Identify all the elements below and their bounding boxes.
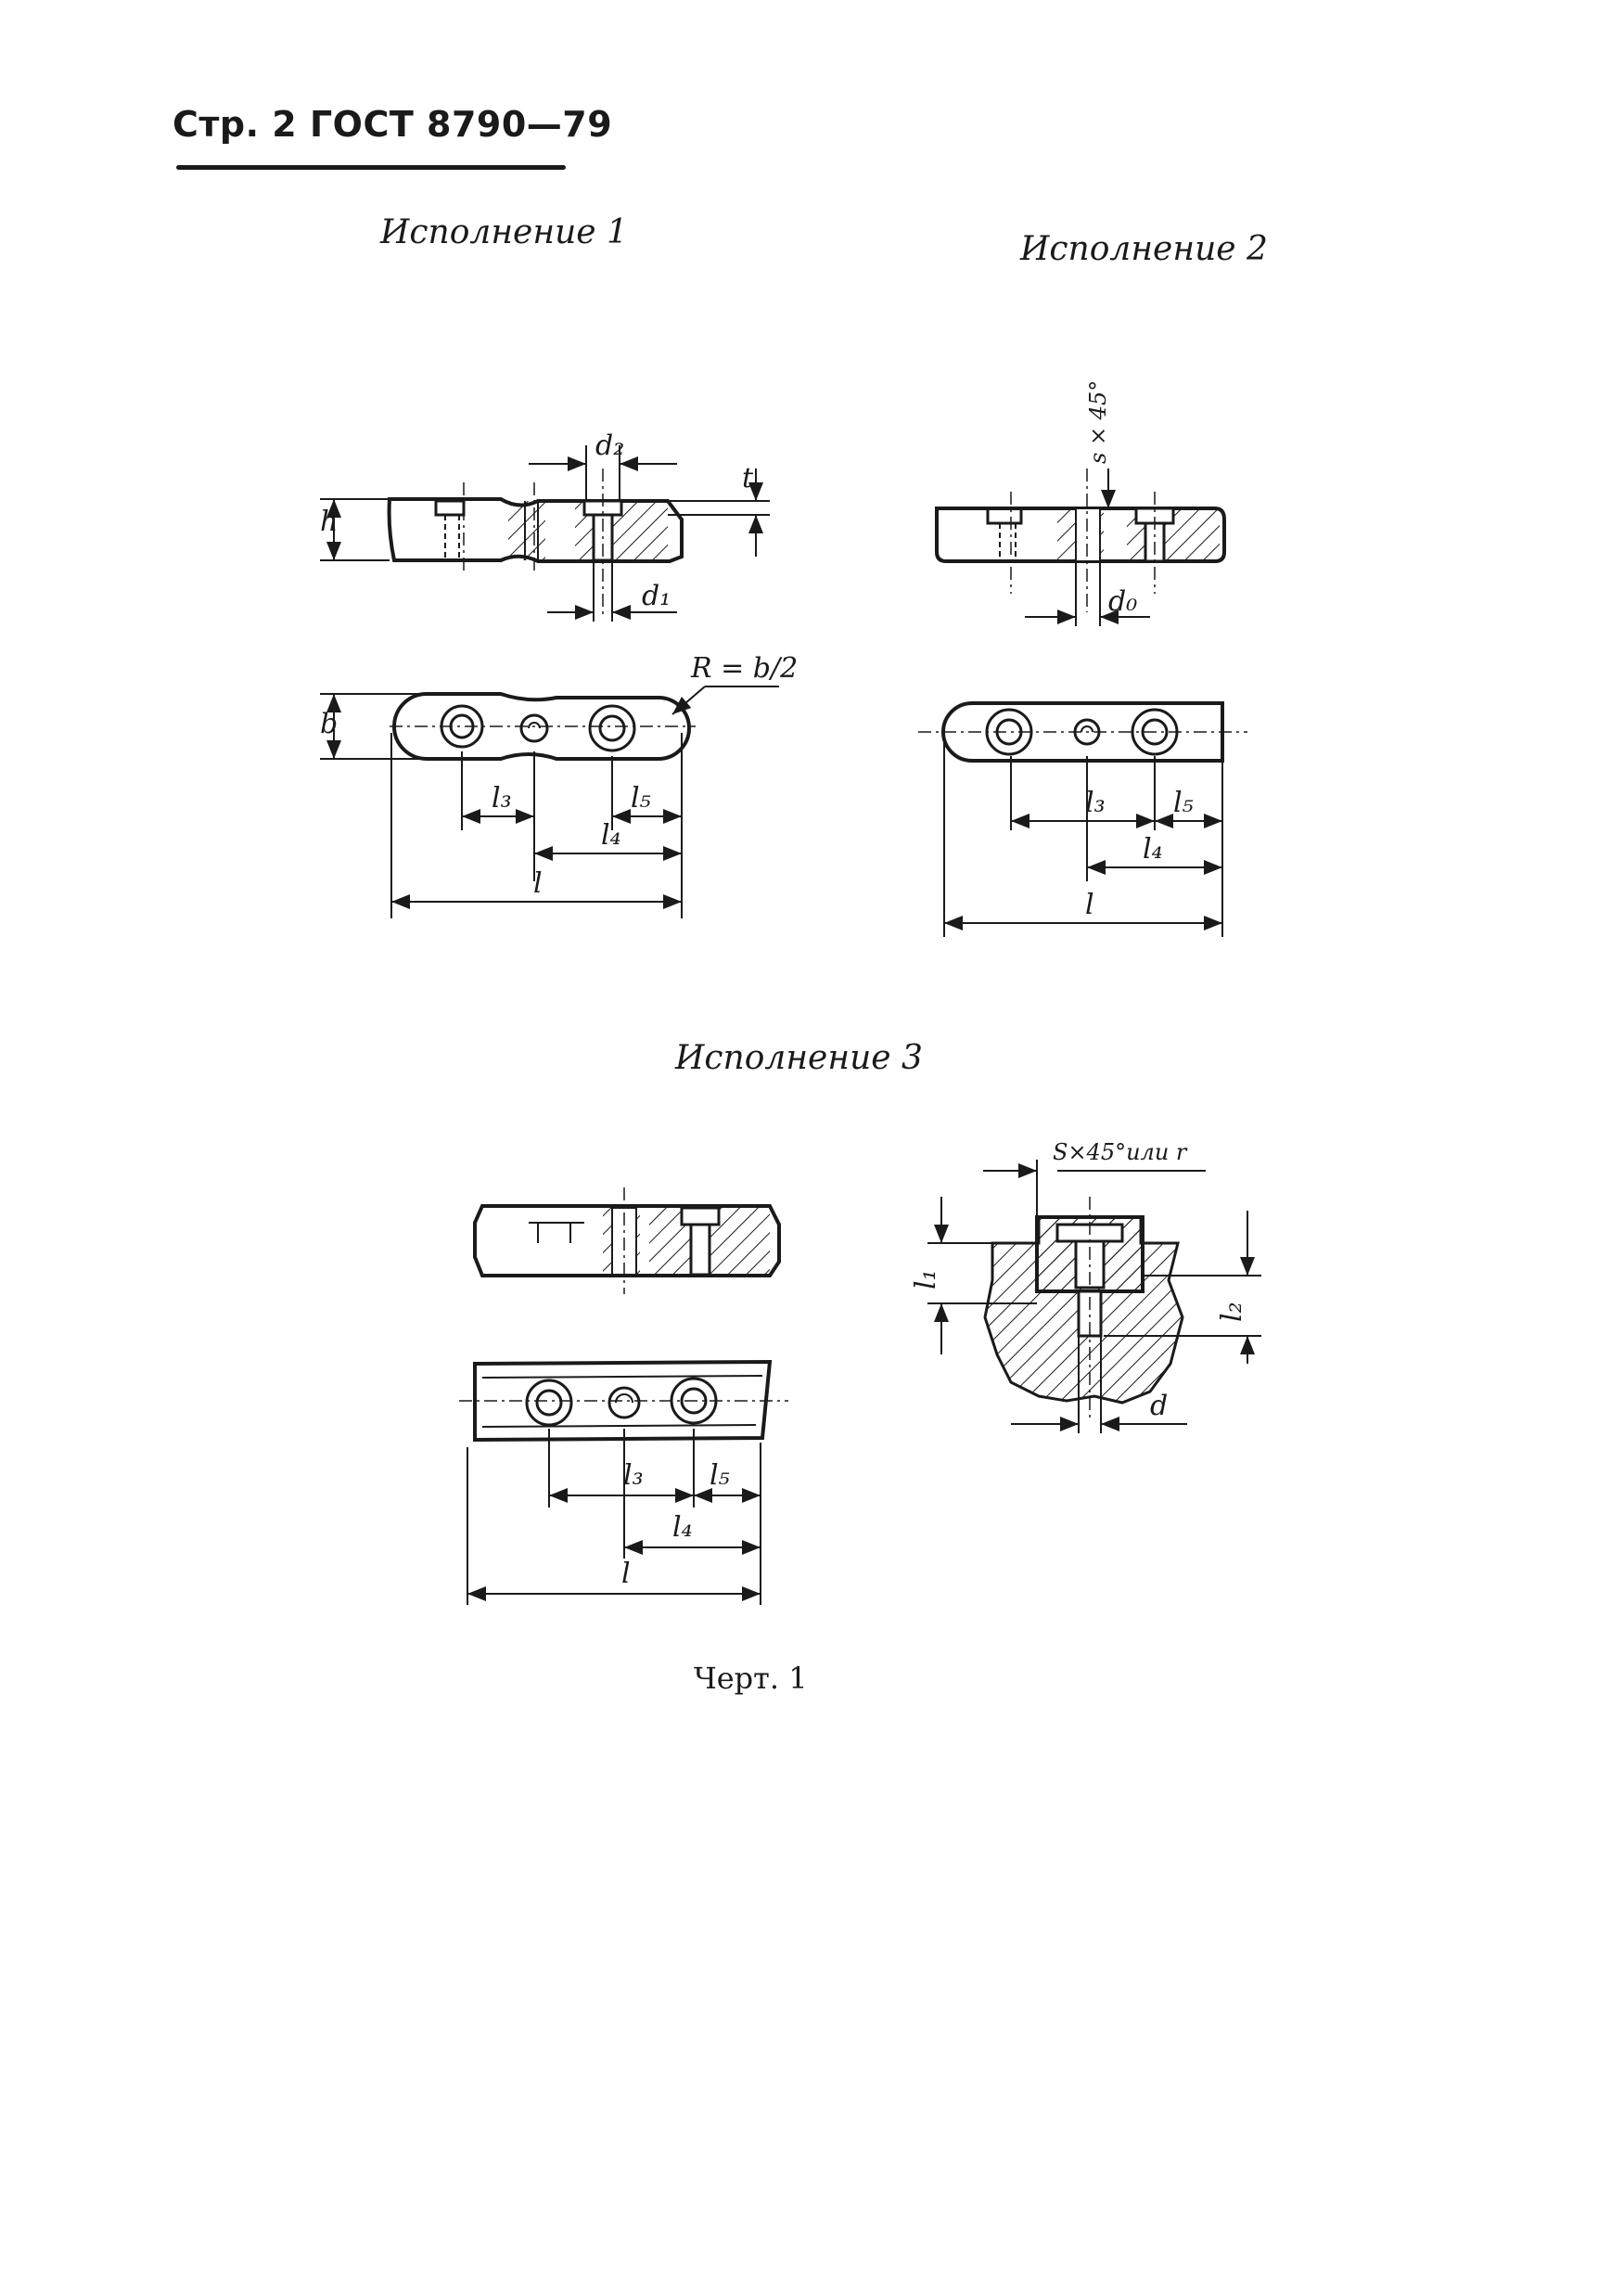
v1-label-d2: d₂ bbox=[595, 430, 624, 462]
v1-label-l3: l₃ bbox=[492, 782, 512, 815]
v2-label-s45: s × 45° bbox=[1085, 380, 1111, 464]
v1-label-l4: l₄ bbox=[601, 819, 621, 852]
v3-label-l2: l₂ bbox=[1216, 1302, 1248, 1322]
v1-dim-d1 bbox=[547, 560, 677, 622]
v2-section-view bbox=[935, 468, 1226, 612]
v1-label-l5: l₅ bbox=[631, 782, 651, 815]
v3-dim-d bbox=[1011, 1336, 1187, 1433]
caption-variant-3: Исполнение 3 bbox=[675, 1039, 923, 1077]
page-header: Стр. 2 ГОСТ 8790—79 bbox=[173, 104, 613, 145]
v3-label-l: l bbox=[621, 1558, 631, 1590]
v1-label-d1: d₁ bbox=[642, 580, 671, 612]
v3-label-l5: l₅ bbox=[710, 1459, 730, 1492]
v2-label-l5: l₅ bbox=[1173, 787, 1194, 819]
v3-dim-l2 bbox=[1104, 1211, 1261, 1364]
v3-label-l4: l₄ bbox=[672, 1511, 693, 1544]
v1-dim-b bbox=[320, 693, 422, 760]
v1-section-view bbox=[387, 468, 684, 617]
v3-label-d: d bbox=[1150, 1390, 1168, 1422]
v1-dim-R bbox=[671, 686, 779, 715]
v1-dim-h bbox=[320, 498, 390, 561]
v3-dim-lengths bbox=[467, 1429, 761, 1605]
caption-variant-1: Исполнение 1 bbox=[380, 213, 628, 251]
v3-dim-S45 bbox=[983, 1160, 1206, 1217]
v1-label-R: R = b/2 bbox=[690, 652, 798, 685]
v1-label-t: t bbox=[742, 462, 754, 494]
v1-dim-t bbox=[668, 468, 770, 557]
v2-dim-lengths bbox=[943, 738, 1223, 937]
v2-label-l3: l₃ bbox=[1085, 787, 1106, 819]
v1-dim-d2 bbox=[529, 445, 677, 501]
caption-variant-2: Исполнение 2 bbox=[1020, 230, 1268, 268]
v2-dim-d0 bbox=[1025, 561, 1150, 626]
v1-plan-view bbox=[390, 692, 696, 761]
v2-label-l: l bbox=[1085, 889, 1094, 921]
v2-label-d0: d₀ bbox=[1108, 585, 1137, 618]
v2-plan-view bbox=[918, 701, 1247, 763]
v1-label-l: l bbox=[533, 867, 543, 900]
v3-label-S45: S×45°или r bbox=[1053, 1139, 1188, 1165]
figure-caption: Черт. 1 bbox=[694, 1661, 808, 1696]
v1-label-h: h bbox=[320, 506, 338, 538]
v3-label-l3: l₃ bbox=[623, 1459, 644, 1492]
header-underline bbox=[176, 165, 566, 170]
v1-dim-lengths bbox=[390, 733, 683, 918]
v3-section-view bbox=[473, 1187, 781, 1294]
v2-label-l4: l₄ bbox=[1143, 833, 1163, 866]
v1-label-b: b bbox=[320, 708, 338, 740]
v3-plan-view bbox=[459, 1359, 788, 1443]
v3-installation-detail bbox=[983, 1197, 1184, 1419]
v3-label-l1: l₁ bbox=[910, 1269, 942, 1289]
v3-dim-l1 bbox=[927, 1197, 1037, 1354]
